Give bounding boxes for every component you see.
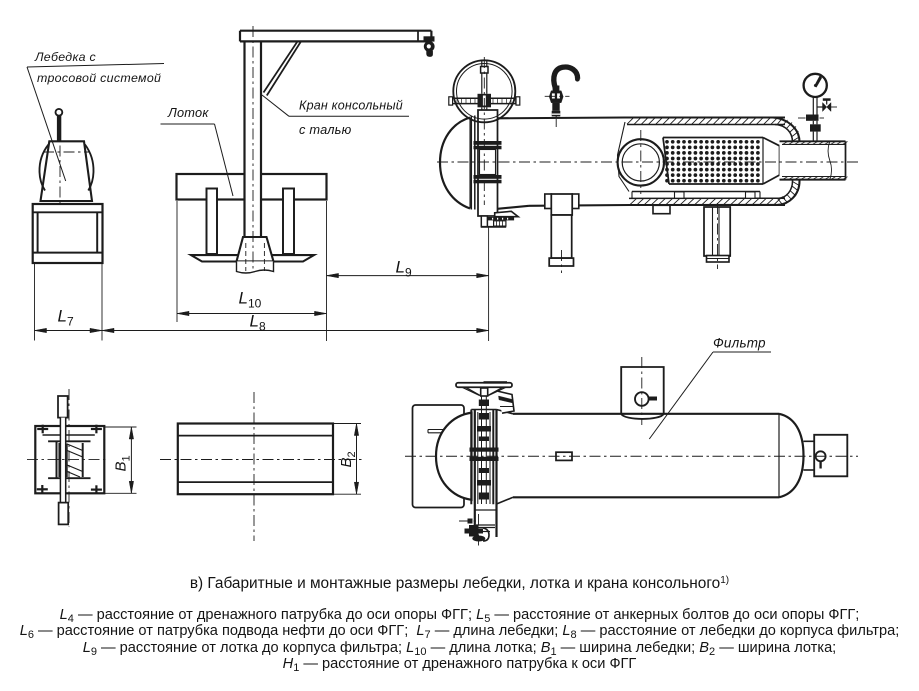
- svg-text:L8: L8: [250, 312, 266, 334]
- svg-text:B1: B1: [113, 455, 133, 471]
- svg-text:Лебедка с: Лебедка с: [34, 50, 97, 64]
- svg-text:L9: L9: [396, 258, 412, 280]
- svg-text:Лоток: Лоток: [167, 105, 209, 120]
- svg-text:B2: B2: [338, 451, 358, 467]
- svg-text:Кран консольный: Кран консольный: [299, 99, 403, 113]
- svg-text:L10: L10: [239, 289, 262, 311]
- svg-text:L7: L7: [58, 307, 74, 329]
- svg-text:с талью: с талью: [299, 122, 352, 137]
- svg-text:Фильтр: Фильтр: [713, 336, 766, 351]
- svg-text:тросовой системой: тросовой системой: [37, 71, 161, 85]
